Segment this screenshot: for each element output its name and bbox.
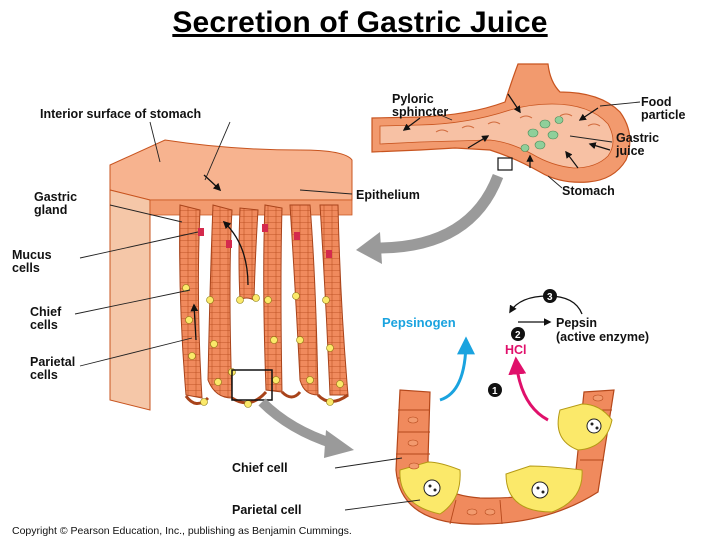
zoom-arrow-bottom: [258, 398, 336, 449]
step-1-circle: [488, 383, 502, 397]
label-stomach: Stomach: [562, 184, 615, 198]
label-gastric-gland-1: Gastric: [34, 190, 77, 204]
label-gastric-juice-1: Gastric: [616, 131, 659, 145]
step-1-number: 1: [492, 386, 498, 397]
stomach-tissue-block: [109, 139, 353, 411]
cell-nuclei: [423, 418, 602, 499]
pepsinogen-arrow: [439, 336, 475, 402]
label-pepsinogen: Pepsinogen: [382, 315, 456, 330]
left-leaders: [74, 121, 421, 511]
hcl-arrow: [508, 356, 549, 422]
label-epithelium: Epithelium: [356, 188, 420, 202]
label-gastric-gland-2: gland: [34, 203, 67, 217]
peristalsis-arrows: [402, 93, 611, 169]
step-2-number: 2: [515, 330, 521, 341]
label-gastric-juice-2: juice: [615, 144, 645, 158]
parietal-cells: [182, 284, 344, 408]
stomach-illustration: [371, 63, 641, 189]
label-chief-cells-2: cells: [30, 318, 58, 332]
label-mucus-cells-1: Mucus: [12, 248, 52, 262]
label-chief-cells-1: Chief: [30, 305, 62, 319]
zoom-arrowhead-bottom: [324, 430, 354, 458]
chief-cell-nuclei: [407, 394, 604, 516]
stomach-sample-box: [497, 157, 513, 171]
stomach-rugae: [435, 113, 601, 133]
slide-title: Secretion of Gastric Juice: [172, 6, 548, 39]
copyright-notice: Copyright © Pearson Education, Inc., pub…: [12, 525, 352, 537]
label-mucus-cells-2: cells: [12, 261, 40, 275]
gland-cell-detail: [395, 289, 615, 525]
tissue-surface: [109, 139, 353, 201]
step-2-circle: [511, 327, 525, 341]
label-pyloric-1: Pyloric: [392, 92, 434, 106]
label-pepsin-1: Pepsin: [556, 316, 597, 330]
zoom-arrow-top: [371, 173, 504, 254]
tissue-sample-box: [231, 369, 273, 401]
step-3-circle: [543, 289, 557, 303]
label-food-1: Food: [641, 95, 672, 109]
label-interior-surface: Interior surface of stomach: [40, 107, 201, 121]
food-particles: [520, 116, 564, 152]
step-3-number: 3: [547, 292, 553, 303]
label-parietal-cells-1: Parietal: [30, 355, 75, 369]
label-food-2: particle: [641, 108, 686, 122]
mucus-cells: [198, 224, 332, 258]
cell-nuclei-dots: [428, 422, 599, 494]
label-pepsin-2: (active enzyme): [556, 330, 649, 344]
label-parietal-cell: Parietal cell: [232, 503, 302, 517]
label-parietal-cells-2: cells: [30, 368, 58, 382]
label-chief-cell: Chief cell: [232, 461, 288, 475]
zoom-arrowhead-top: [356, 232, 382, 264]
label-pyloric-2: sphincter: [392, 105, 448, 119]
label-hcl: HCl: [505, 343, 527, 357]
secretion-arrows: [190, 174, 249, 341]
